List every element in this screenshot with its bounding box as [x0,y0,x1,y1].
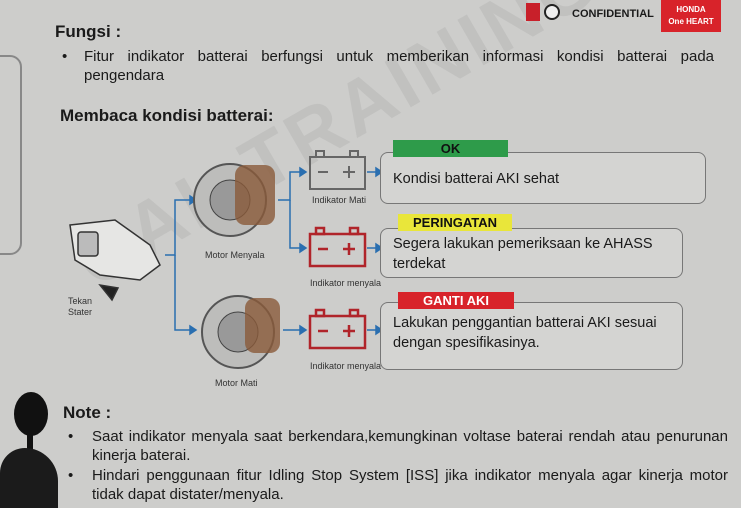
status-text: Lakukan penggantian batterai AKI sesuai … [393,315,657,351]
arrows [165,166,384,336]
indikator-mati-label: Indikator Mati [312,195,367,205]
circle-logo-icon [544,4,560,20]
logo-icons [526,3,564,21]
status-box-ok: Kondisi batterai AKI sehat [380,152,706,204]
microphone-occlusion [14,392,48,436]
battery-off-icon [309,150,366,190]
status-tag-ok: OK [393,140,508,157]
status-box-ganti-aki: Lakukan penggantian batterai AKI sesuai … [380,302,683,370]
honda-logo: HONDA One HEART [661,0,721,32]
motor-menyala-label: Motor Menyala [205,250,265,260]
status-text: Segera lakukan pemeriksaan ke AHASS terd… [393,236,653,272]
status-box-peringatan: Segera lakukan pemeriksaan ke AHASS terd… [380,228,683,278]
membaca-title: Membaca kondisi batterai: [60,106,274,125]
left-edge-shape [0,55,22,255]
fungsi-title: Fungsi : [55,22,122,41]
red-logo-icon [526,3,540,21]
brand-name: HONDA [676,5,706,14]
status-tag-ganti-aki: GANTI AKI [398,292,514,309]
fungsi-bullet: • Fitur indikator batterai berfungsi untu… [62,47,714,85]
confidential-label: CONFIDENTIAL [572,8,654,20]
note-title: Note : [63,403,112,422]
hand-starter-icon [69,219,161,302]
bullet-icon: • [68,428,74,445]
status-tag-peringatan: PERINGATAN [398,214,512,231]
motor-off-icon [201,295,280,369]
indikator-menyala-label-2: Indikator menyala [310,361,382,371]
note-bullet-2: • Hindari penggunaan fitur Idling Stop Sy… [68,466,728,504]
motor-on-icon [193,163,275,237]
note-text-1: Saat indikator menyala saat berkendara,k… [92,428,728,464]
microphone-stem [27,432,33,452]
note-bullet-1: • Saat indikator menyala saat berkendara,… [68,427,728,465]
motor-mati-label: Motor Mati [215,378,258,388]
tekan-stater-label: Tekan Stater [68,296,93,317]
diagram-graphics [69,150,384,369]
status-text: Kondisi batterai AKI sehat [393,171,560,187]
brand-tagline: One HEART [668,17,714,26]
battery-on-icon [308,226,367,268]
bullet-icon: • [62,48,68,65]
fungsi-text: Fitur indikator batterai berfungsi untuk… [84,48,714,84]
indikator-menyala-label: Indikator menyala [310,278,382,288]
battery-on-icon-2 [308,308,367,350]
bullet-icon: • [68,467,74,484]
note-text-2: Hindari penggunaan fitur Idling Stop Sys… [92,467,728,503]
